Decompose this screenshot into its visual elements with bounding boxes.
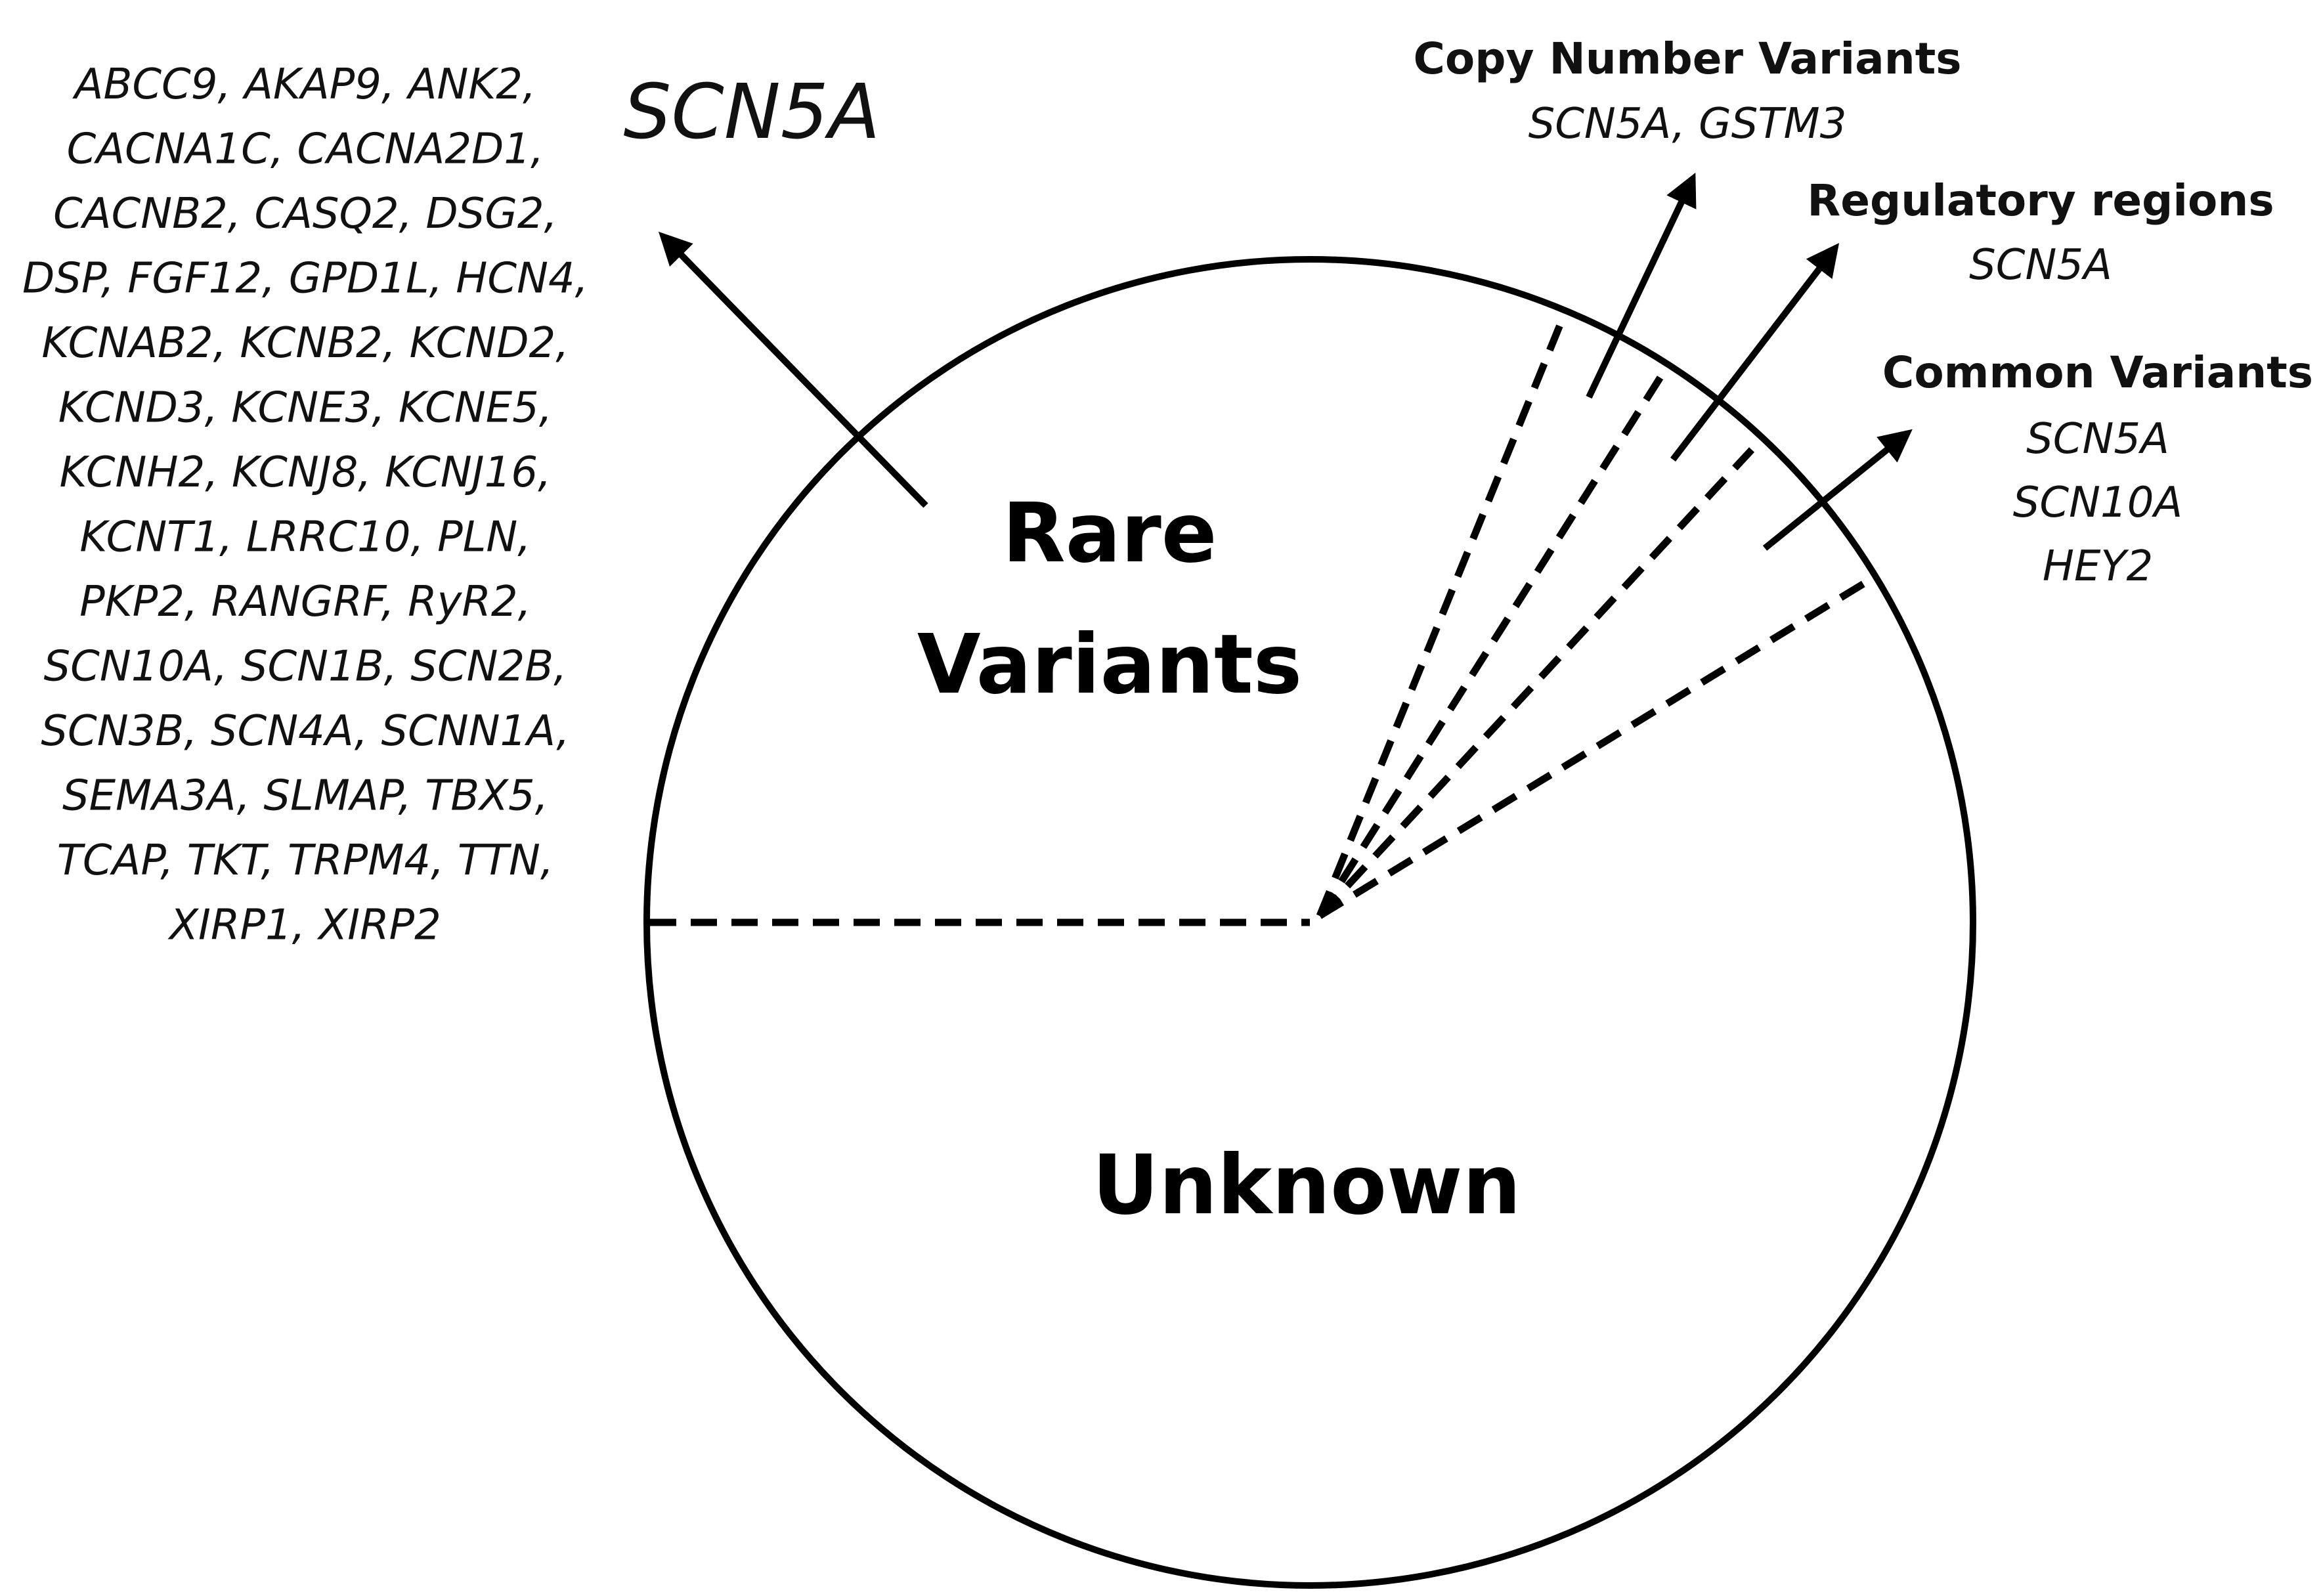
rare-variant-gene-line: CACNA1C, CACNA2D1,: [67, 125, 544, 174]
arrow-rare-variants: [659, 231, 928, 508]
cnv-title: Copy Number Variants: [1413, 33, 1961, 84]
rare-variant-gene-line: CACNB2, CASQ2, DSG2,: [53, 190, 557, 238]
common-gene-1: SCN5A: [2026, 415, 2169, 464]
rare-variant-gene-line: PKP2, RANGRF, RyR2,: [79, 578, 531, 626]
arrow-copy-number-variants: [1586, 172, 1697, 399]
arrow-regulatory-regions: [1670, 243, 1840, 462]
regulatory-title: Regulatory regions: [1807, 175, 2274, 226]
rare-variant-gene-line: XIRP1, XIRP2: [167, 901, 441, 950]
rare-variant-gene-line: SEMA3A, SLMAP, TBX5,: [62, 772, 548, 821]
rare-variant-gene-line: KCND3, KCNE3, KCNE5,: [58, 384, 552, 433]
outer-circle: [643, 256, 1976, 1589]
rare-variants-label-line2: Variants: [917, 617, 1302, 712]
divider-rare-cnv: [1316, 316, 1567, 918]
rare-variant-gene-line: KCNAB2, KCNB2, KCND2,: [41, 319, 569, 368]
rare-variants-label-line1: Rare: [1002, 486, 1217, 581]
divider-regulatory-common: [1316, 447, 1755, 918]
rare-variant-gene-line: ABCC9, AKAP9, ANK2,: [72, 60, 536, 109]
rare-variant-gene-line: DSP, FGF12, GPD1L, HCN4,: [22, 255, 588, 303]
rare-variant-gene-line: KCNT1, LRRC10, PLN,: [79, 513, 531, 562]
rare-variant-gene-line: KCNH2, KCNJ8, KCNJ16,: [60, 448, 552, 497]
rare-variant-major-gene: SCN5A: [623, 68, 880, 156]
arrow-common-variants: [1762, 429, 1913, 551]
regulatory-genes: SCN5A: [1969, 241, 2112, 290]
common-gene-3: HEY2: [2043, 542, 2153, 591]
rare-variant-gene-list: ABCC9, AKAP9, ANK2, CACNA1C, CACNA2D1, CAC…: [22, 60, 588, 950]
common-gene-2: SCN10A: [2013, 479, 2182, 527]
unknown-label: Unknown: [1093, 1138, 1521, 1233]
divider-common-unknown: [1318, 578, 1870, 919]
divider-cnv-regulatory: [1316, 369, 1668, 918]
rare-variant-gene-line: SCN10A, SCN1B, SCN2B,: [44, 643, 567, 691]
rare-variant-gene-line: SCN3B, SCN4A, SCNN1A,: [41, 707, 569, 756]
rare-variant-gene-line: TCAP, TKT, TRPM4, TTN,: [57, 836, 553, 885]
cnv-genes: SCN5A, GSTM3: [1529, 100, 1847, 148]
common-title: Common Variants: [1882, 347, 2313, 398]
